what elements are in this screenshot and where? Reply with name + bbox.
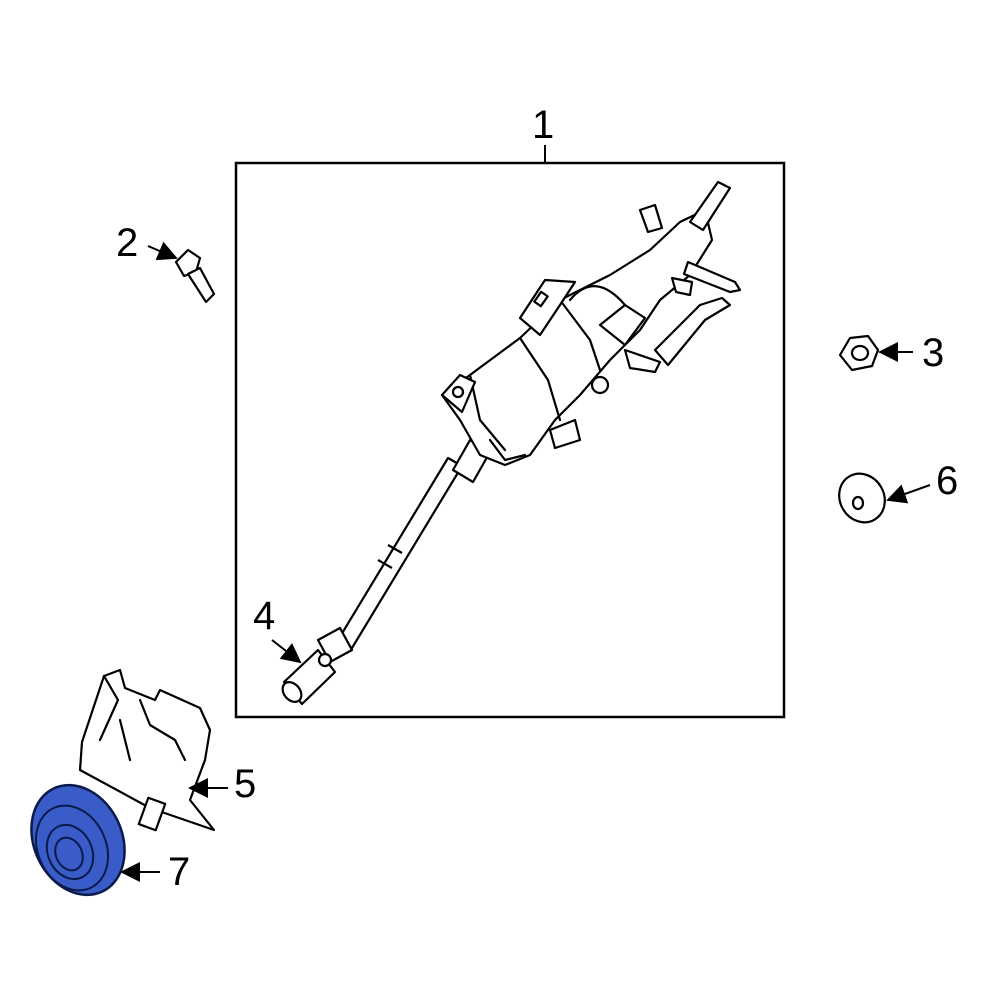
callout-3[interactable]: 3 [922, 331, 945, 375]
callout-4[interactable]: 4 [253, 594, 276, 638]
bolt-drawing [174, 248, 216, 304]
cap-drawing [838, 472, 886, 524]
nut-drawing [838, 334, 880, 372]
callout-6[interactable]: 6 [936, 459, 959, 503]
arrow-2 [147, 241, 178, 261]
steering-column-drawing [281, 180, 742, 706]
callout-1[interactable]: 1 [532, 103, 555, 147]
u-joint-drawing [281, 626, 354, 706]
shield-drawing [78, 668, 216, 832]
boot-seal-drawing [30, 783, 126, 897]
callout-7[interactable]: 7 [168, 850, 191, 894]
arrow-6 [886, 484, 931, 504]
callout-5[interactable]: 5 [234, 762, 257, 806]
arrow-4 [271, 639, 302, 664]
callout-2[interactable]: 2 [116, 221, 139, 265]
